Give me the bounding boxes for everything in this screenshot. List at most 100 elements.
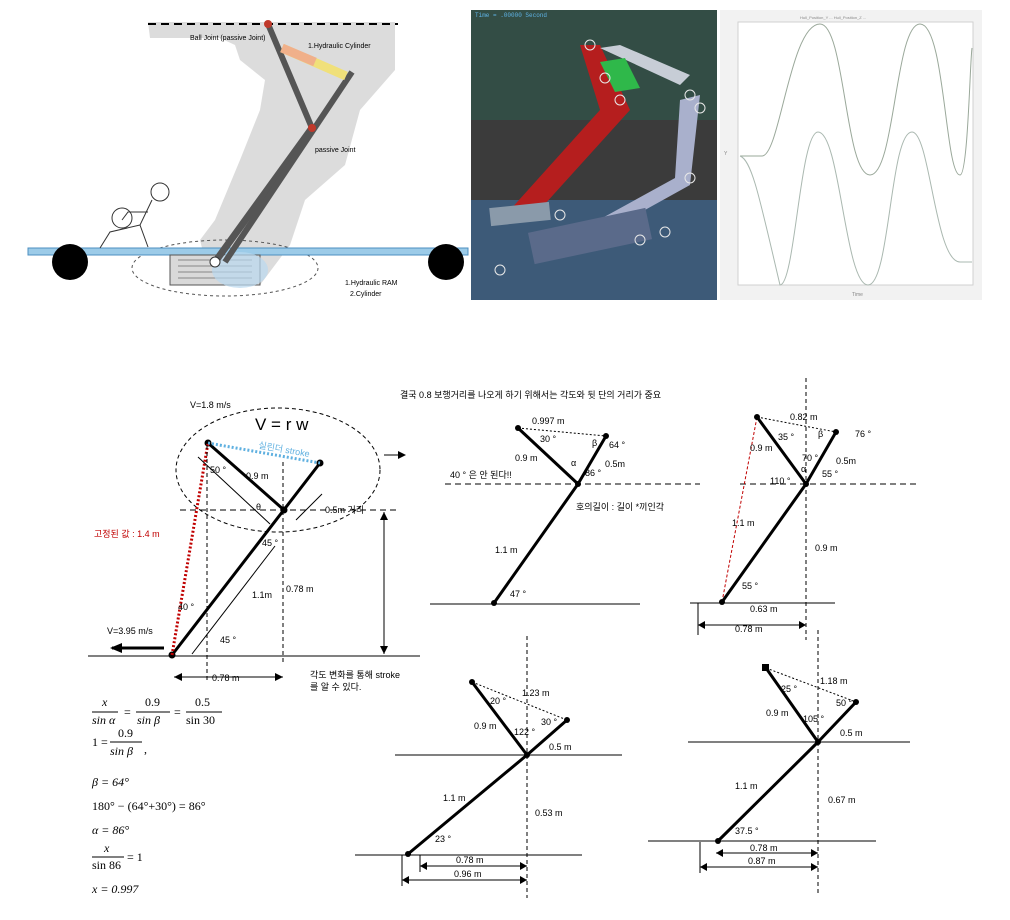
vehicle-illustration (27, 20, 469, 297)
d2-alpha: α (801, 464, 806, 474)
plot-ylabel: Y (724, 151, 728, 157)
label-passive-joint: passive Joint (315, 147, 356, 154)
d1-length-0-997: 0.997 m (532, 416, 565, 426)
d3-length-0-53: 0.53 m (535, 808, 563, 818)
d3-angle-23: 23 ° (435, 834, 452, 844)
stroke-note-line-1: 각도 변화를 통해 stroke (310, 669, 400, 680)
leg-diagram-55 (690, 378, 920, 640)
d3-length-0-5: 0.5 m (549, 742, 572, 752)
eq-0-9-b: 0.9 (118, 726, 133, 740)
leg-diagram-47 (430, 425, 700, 606)
d2-angle-35: 35 ° (778, 432, 795, 442)
sim-time-readout: Time = .00000 Second (475, 12, 547, 19)
d3-angle-20: 20 ° (490, 696, 507, 706)
d1-beta: β (592, 438, 597, 448)
leg-diagram-37-5 (648, 630, 910, 895)
d4-length-0-5: 0.5 m (840, 728, 863, 738)
d3-angle-30: 30 ° (541, 717, 558, 727)
label-fixed-value: 고정된 값 : 1.4 m (94, 528, 160, 539)
d1-length-0-5: 0.5m (605, 459, 625, 469)
walking-distance-note: 결국 0.8 보행거리를 나오게 하기 위해서는 각도와 뒷 단의 거리가 중요 (400, 389, 661, 400)
label-length-0-5: 0.5m 거리 (325, 505, 364, 515)
eq-sin-beta-b: sin β (110, 744, 133, 758)
d2-length-0-82: 0.82 m (790, 412, 818, 422)
d1-length-1-1: 1.1 m (495, 545, 518, 555)
label-angle-40: 40 ° (178, 602, 195, 612)
label-theta: θ (256, 502, 261, 512)
label-length-0-78-vertical: 0.78 m (286, 584, 314, 594)
label-v-rw: V = r w (255, 415, 309, 434)
d2-beta: β (818, 429, 823, 439)
d4-length-0-67: 0.67 m (828, 795, 856, 805)
leg-diagram-23 (355, 636, 622, 898)
d3-angle-122: 122 ° (514, 727, 536, 737)
d2-angle-55-bottom: 55 ° (742, 581, 759, 591)
label-hydraulic-ram: 1.Hydraulic RAM (345, 280, 398, 287)
d4-angle-50: 50 ° (836, 698, 853, 708)
eq-sin-beta: sin β (137, 713, 160, 727)
eq-0-9: 0.9 (145, 695, 160, 709)
d4-length-0-9: 0.9 m (766, 708, 789, 718)
d2-length-0-63: 0.63 m (750, 604, 778, 614)
main-leg-diagram (88, 407, 420, 682)
position-plot (720, 10, 982, 300)
d1-not-40-note: 40 ° 은 안 된다!! (450, 469, 512, 480)
d1-length-0-9: 0.9 m (515, 453, 538, 463)
label-cylinder-2: 2.Cylinder (350, 291, 382, 298)
label-v-3-95: V=3.95 m/s (107, 626, 153, 636)
d3-length-0-78: 0.78 m (456, 855, 484, 865)
d2-angle-55: 55 ° (822, 469, 839, 479)
eq-equals-2: = (174, 705, 181, 719)
label-angle-50: 50 ° (210, 465, 227, 475)
d3-length-0-9: 0.9 m (474, 721, 497, 731)
eq-beta-64: β = 64° (91, 775, 129, 789)
label-length-0-78-horizontal: 0.78 m (212, 673, 240, 683)
d2-length-0-78: 0.78 m (735, 624, 763, 634)
d4-length-1-1: 1.1 m (735, 781, 758, 791)
d2-angle-110: 110 ° (770, 476, 791, 486)
plot-legend: Hull_Position_Y ... Hull_Position_Z ... (800, 15, 866, 20)
d3-length-1-1: 1.1 m (443, 793, 466, 803)
d1-angle-30: 30 ° (540, 434, 557, 444)
label-ball-joint: Ball Joint (passive Joint) (190, 35, 265, 42)
eq-0-5: 0.5 (195, 695, 210, 709)
label-hydraulic-cylinder: 1.Hydraulic Cylinder (308, 43, 371, 50)
d2-length-0-9-vertical: 0.9 m (815, 543, 838, 553)
eq-sin-alpha: sin α (92, 713, 116, 727)
simulation-render (471, 10, 717, 300)
label-length-0-9: 0.9 m (246, 471, 269, 481)
d1-alpha: α (571, 458, 576, 468)
d3-length-0-96: 0.96 m (454, 869, 482, 879)
d2-length-0-9: 0.9 m (750, 443, 773, 453)
d4-length-0-87: 0.87 m (748, 856, 776, 866)
d4-length-1-18: 1.18 m (820, 676, 848, 686)
eq-x-result: x = 0.997 (91, 882, 139, 896)
eq-x-2: x (103, 841, 110, 855)
eq-comma: , (144, 742, 147, 756)
label-v-1-8: V=1.8 m/s (190, 400, 231, 410)
label-angle-45-top: 45 ° (262, 538, 279, 548)
d1-angle-64: 64 ° (609, 440, 626, 450)
d2-length-1-1: 1.1 m (732, 518, 755, 528)
d4-angle-105: 105 ° (803, 714, 825, 724)
d2-length-0-5: 0.5m (836, 456, 856, 466)
eq-equals-one: = 1 (127, 850, 143, 864)
eq-alpha-86: α = 86° (92, 823, 129, 837)
d1-angle-47: 47 ° (510, 589, 527, 599)
d2-angle-70: 70 ° (802, 453, 819, 463)
d1-angle-86: 86 ° (585, 468, 602, 478)
label-length-1-1: 1.1m (252, 590, 272, 600)
plot-xlabel: Time (852, 292, 863, 298)
eq-sin-86: sin 86 (92, 858, 121, 872)
eq-x: x (101, 695, 108, 709)
eq-one-equals: 1 = (92, 735, 108, 749)
eq-180-calc: 180° − (64°+30°) = 86° (92, 799, 206, 813)
d3-length-1-23: 1.23 m (522, 688, 550, 698)
stroke-note-line-2: 를 알 수 있다. (310, 681, 361, 692)
label-angle-45-bottom: 45 ° (220, 635, 237, 645)
d2-angle-76: 76 ° (855, 429, 872, 439)
eq-equals-1: = (124, 705, 131, 719)
eq-sin-30: sin 30 (186, 713, 215, 727)
d4-angle-25: 25 ° (781, 684, 798, 694)
